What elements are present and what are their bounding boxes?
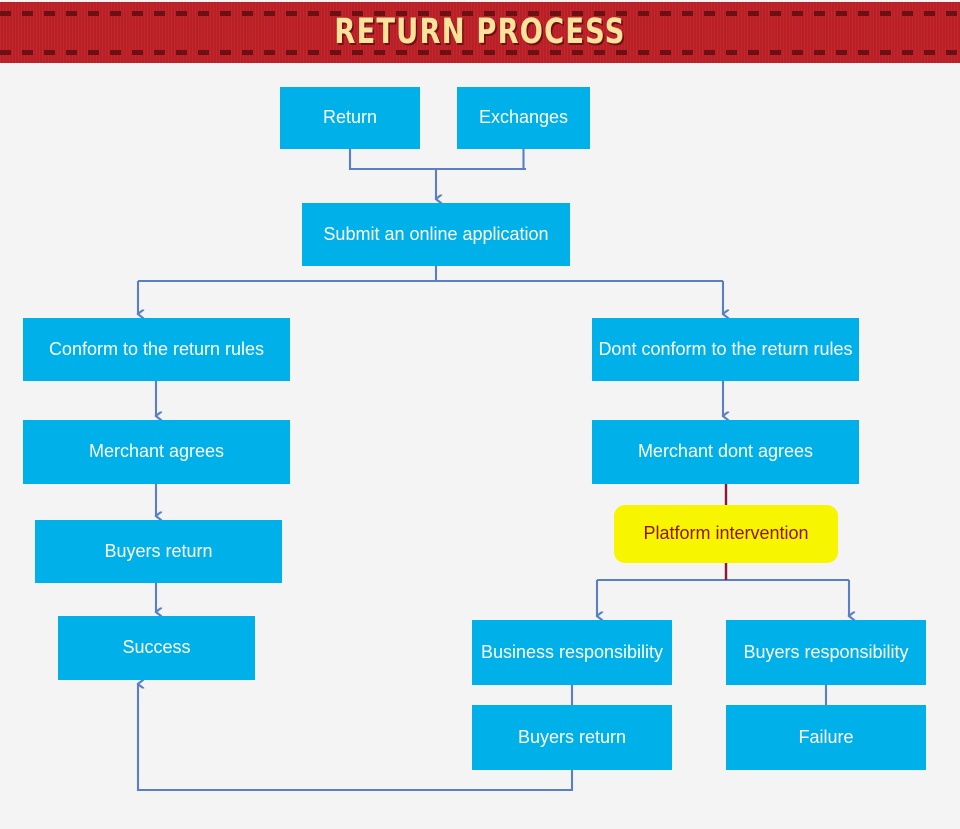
node-label: Success <box>122 637 191 658</box>
node-label: Buyers return <box>104 540 213 561</box>
node-success[interactable]: Success <box>58 616 255 680</box>
node-label: Business responsibility <box>480 641 664 662</box>
page-title: RETURN PROCESS <box>334 12 626 52</box>
node-business-responsibility[interactable]: Business responsibility <box>472 620 672 685</box>
node-label: Merchant agrees <box>88 441 225 462</box>
banner-dashed-line-top <box>0 11 960 16</box>
node-label: Return <box>322 107 378 128</box>
flowchart-canvas: Return Exchanges Submit an online applic… <box>0 63 960 829</box>
node-buyers-return-bottom[interactable]: Buyers return <box>472 705 672 770</box>
node-buyers-return-left[interactable]: Buyers return <box>35 520 282 583</box>
node-dont-conform-to-return-rules[interactable]: Dont conform to the return rules <box>592 318 859 381</box>
node-label: Buyers responsibility <box>743 641 909 662</box>
node-merchant-dont-agrees[interactable]: Merchant dont agrees <box>592 420 859 484</box>
node-label: Merchant dont agrees <box>637 441 814 462</box>
node-submit-online-application[interactable]: Submit an online application <box>302 203 570 266</box>
node-label: Platform intervention <box>643 523 809 544</box>
node-buyers-responsibility[interactable]: Buyers responsibility <box>726 620 926 685</box>
node-label: Exchanges <box>478 107 569 128</box>
node-failure[interactable]: Failure <box>726 705 926 770</box>
edge-return-to-join <box>348 149 526 171</box>
node-label: Failure <box>798 726 854 747</box>
node-label: Submit an online application <box>323 223 549 244</box>
node-platform-intervention[interactable]: Platform intervention <box>614 505 838 563</box>
node-merchant-agrees[interactable]: Merchant agrees <box>23 420 290 484</box>
node-conform-to-return-rules[interactable]: Conform to the return rules <box>23 318 290 381</box>
banner-dashed-line-bottom <box>0 50 960 55</box>
header-banner: RETURN PROCESS <box>0 2 960 63</box>
node-exchanges[interactable]: Exchanges <box>457 87 590 149</box>
node-label: Dont conform to the return rules <box>598 338 853 359</box>
node-return[interactable]: Return <box>280 87 420 149</box>
node-label: Conform to the return rules <box>48 338 265 359</box>
node-label: Buyers return <box>517 726 627 747</box>
